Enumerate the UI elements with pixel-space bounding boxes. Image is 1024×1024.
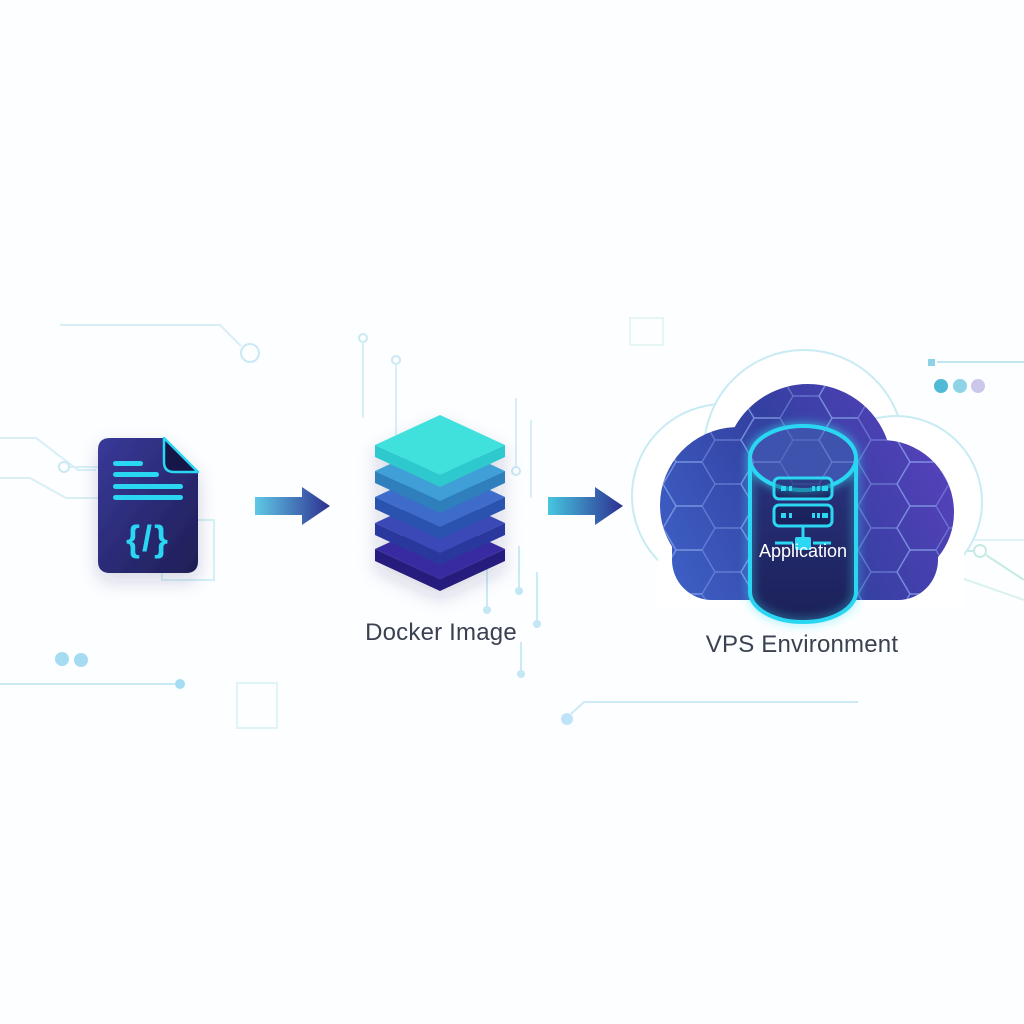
circuit-node-icon — [175, 679, 185, 689]
stack-layer-1 — [375, 415, 505, 487]
decor-square — [236, 682, 278, 729]
docker-image-label: Docker Image — [365, 619, 517, 646]
layer-stack-icon — [375, 415, 505, 591]
decor-dot — [971, 379, 985, 393]
application-label: Application — [759, 541, 847, 561]
flow-arrow-1 — [255, 487, 330, 525]
circuit-node-icon — [511, 466, 521, 476]
flow-arrow-2 — [548, 487, 623, 525]
circuit-trace — [0, 437, 96, 471]
circuit-node-icon — [533, 620, 541, 628]
network-node-icon — [795, 537, 811, 550]
decor-dot — [74, 653, 88, 667]
decor-dot — [953, 379, 967, 393]
circuit-node-icon — [973, 544, 987, 558]
cloud-icon: Application — [631, 349, 983, 624]
circuit-node-icon — [391, 355, 401, 365]
circuit-node-icon — [517, 670, 525, 678]
file-text-lines — [113, 461, 183, 500]
code-file-icon: {/} — [98, 436, 200, 573]
server-rack-icon — [772, 476, 834, 550]
circuit-trace — [570, 701, 858, 715]
circuit-node-icon — [240, 343, 260, 363]
circuit-node-icon — [483, 606, 491, 614]
application-container: Application — [748, 424, 858, 624]
decor-dot — [55, 652, 69, 666]
code-glyph: {/} — [126, 518, 170, 559]
circuit-trace — [60, 324, 242, 347]
circuit-node-icon — [515, 587, 523, 595]
file-fold-corner — [162, 436, 200, 474]
decor-square — [629, 317, 664, 346]
circuit-node-icon — [561, 713, 573, 725]
circuit-node-icon — [358, 333, 368, 343]
server-led-marks — [781, 486, 828, 518]
circuit-trace — [985, 554, 1024, 581]
circuit-node-icon — [58, 461, 70, 473]
decor-dot — [934, 379, 948, 393]
circuit-node-icon — [928, 359, 935, 366]
vps-environment-label: VPS Environment — [706, 631, 899, 658]
